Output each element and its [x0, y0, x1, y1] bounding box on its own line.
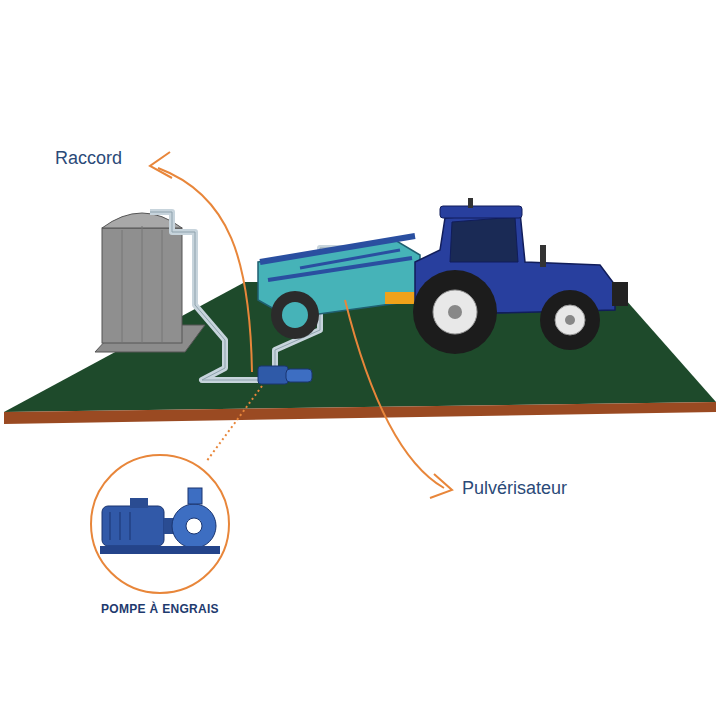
pto-shaft: [385, 292, 415, 304]
callout-arrow: [158, 168, 252, 372]
ground-edge: [4, 402, 716, 424]
tractor-cab-glass: [450, 217, 518, 262]
callout-label: Pulvérisateur: [462, 478, 567, 499]
sprayer-wheel: [271, 291, 319, 339]
zoom-circle: POMPE À ENGRAIS: [60, 452, 260, 622]
pump-zoom-graphic: [60, 452, 260, 596]
zoom-leader: [206, 386, 262, 462]
pump-scene: [258, 366, 288, 384]
suction-pipe: [150, 212, 265, 380]
front-weight: [612, 282, 628, 306]
callout-arrow: [345, 300, 444, 488]
tractor-roof: [440, 206, 522, 218]
sprayer-boom: [260, 236, 415, 262]
front-wheel: [540, 290, 600, 350]
node-caption: POMPE À ENGRAIS: [101, 602, 219, 616]
exhaust: [540, 245, 546, 267]
rear-wheel: [413, 270, 497, 354]
callout-label: Raccord: [55, 148, 122, 169]
